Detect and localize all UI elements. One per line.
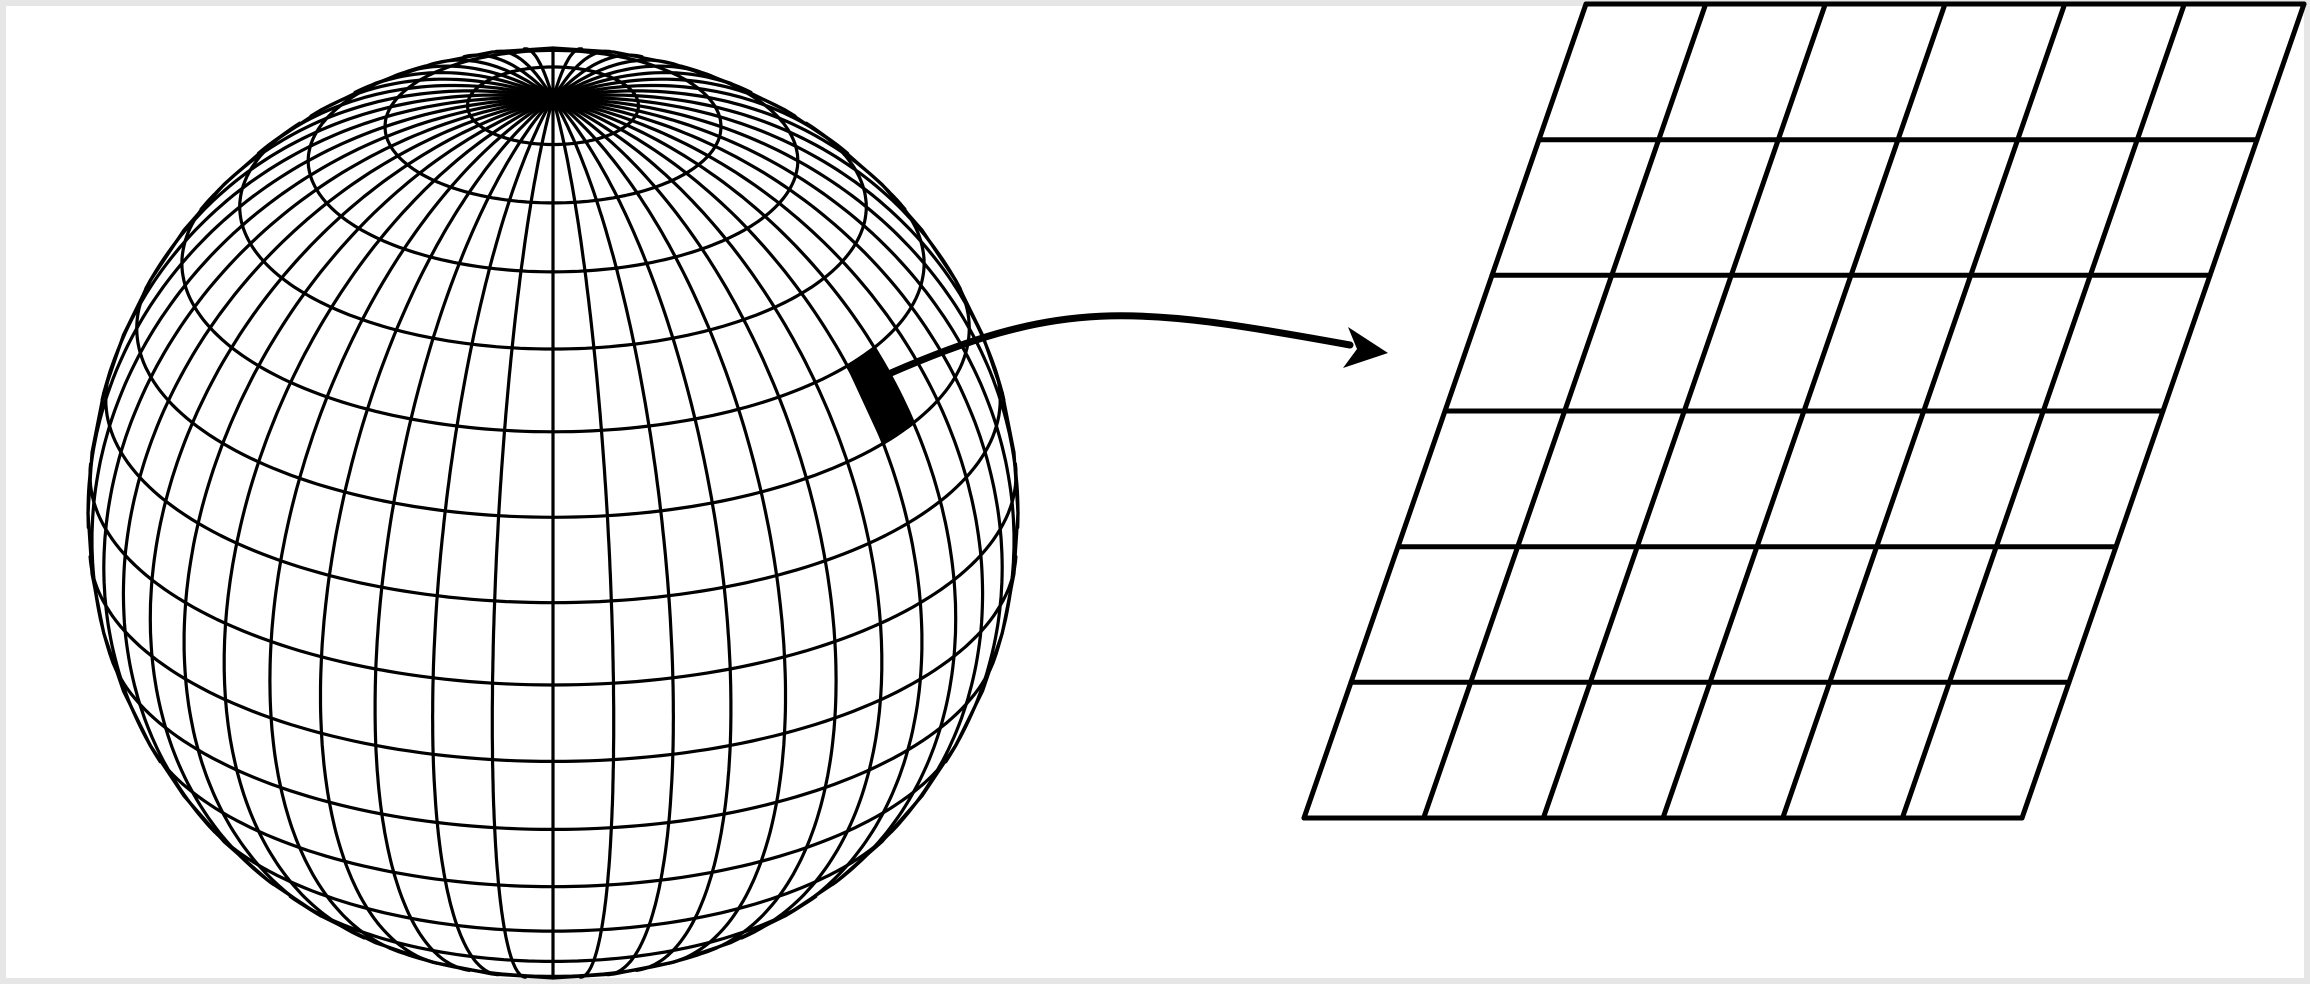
arrow-head [1343,327,1388,368]
sphere-meridian-lines [86,46,1020,980]
sphere-meridian-line [551,97,958,886]
sphere-latitude-ring [306,64,800,274]
grid-slanted-line [1540,1,1828,821]
mapping-arrow [876,312,1388,382]
sphere-meridian-line [222,97,555,940]
sphere-meridian-line [551,97,1016,656]
sphere-meridian-line [551,97,733,972]
sphere-meridian-line [431,97,555,977]
sphere-meridian-line [268,97,555,955]
grid-slanted-line [2019,1,2307,821]
sphere-latitude-ring [88,462,1018,687]
arrow-shaft [876,312,1354,382]
sphere-latitude-ring [88,555,1018,763]
sphere-meridian-line [551,97,985,834]
sphere-meridian-line [121,97,555,834]
grid-slanted-line [1660,1,1948,821]
sphere-meridian-line [148,97,555,886]
grid-slanted-line [1899,1,2187,821]
sphere-meridian-line [551,97,616,979]
sphere-meridian-line [373,97,555,972]
sphere-meridian-line [182,97,555,918]
grid-slanted-line [1301,1,1589,821]
sphere-meridian-line [86,97,555,530]
sphere-meridian-line [551,97,924,918]
sphere-meridian-line [551,97,1020,530]
sphere-latitude-ring [205,821,901,933]
wireframe-sphere [86,46,1020,980]
flat-parallelogram-grid [1301,1,2307,821]
grid-slanted-line [1780,1,2068,821]
sphere-meridian-line [102,97,555,764]
highlighted-surface-patch [846,346,915,445]
sphere-meridian-line [318,97,555,965]
sphere-outline [86,46,1020,980]
sphere-meridian-line [551,97,884,940]
sphere-meridian-line [490,97,555,979]
sphere-latitude-ring [146,740,960,889]
sphere-meridian-line [551,97,675,977]
sphere-latitude-ring [108,651,998,831]
sphere-meridian-line [90,97,555,656]
grid-slanted-line [1421,1,1709,821]
sphere-meridian-line [551,97,788,965]
sphere-meridian-line [551,97,838,955]
